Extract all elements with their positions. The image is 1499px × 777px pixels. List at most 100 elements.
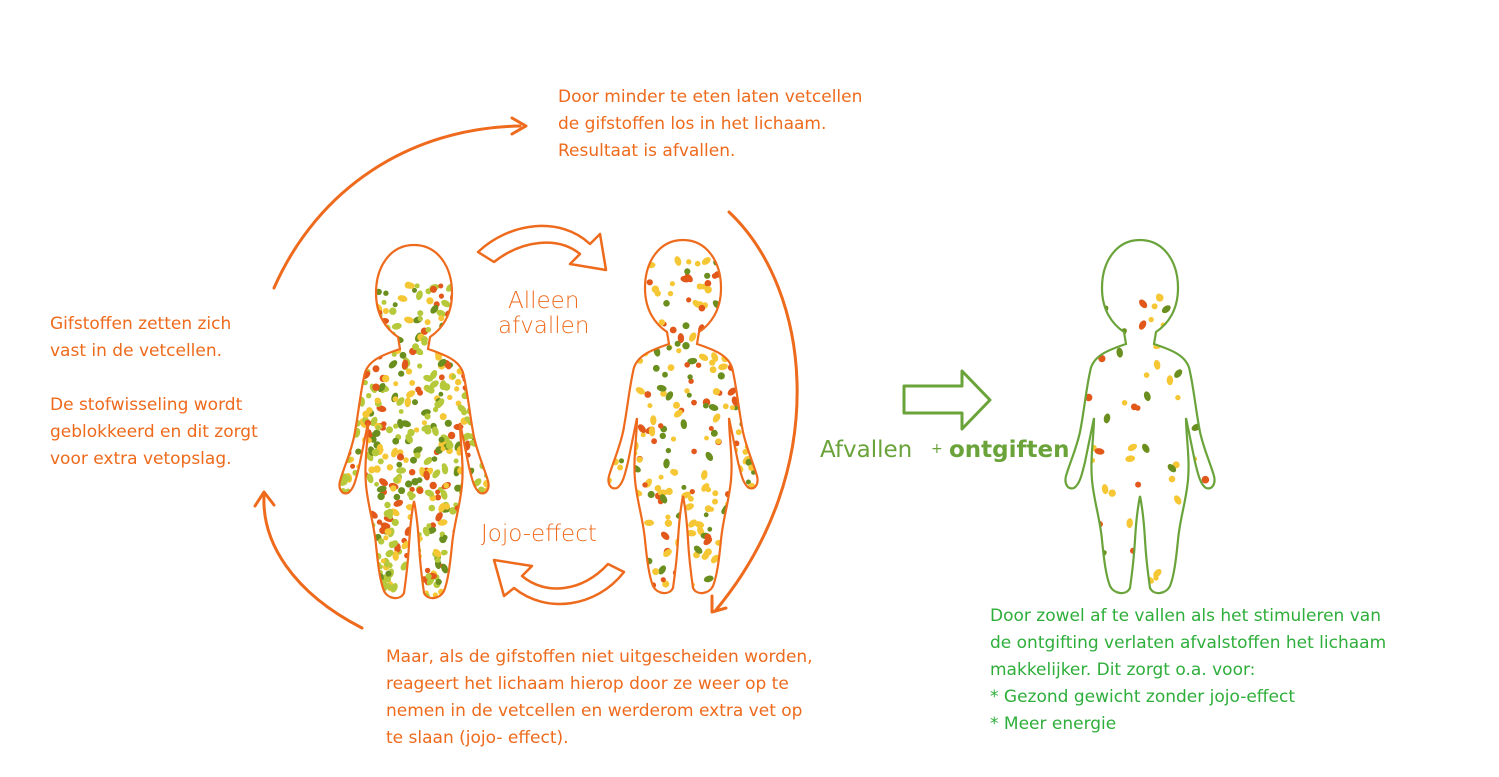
fat-cell-dot <box>658 423 664 429</box>
fat-cell-dot <box>370 590 379 599</box>
human-silhouette-icon <box>338 243 490 600</box>
fat-cell-dot <box>413 446 423 454</box>
fat-cell-dot <box>417 310 424 317</box>
fat-cell-dot <box>1121 400 1128 406</box>
fat-cell-dot <box>353 553 364 560</box>
fat-cell-dot <box>345 593 351 599</box>
fat-cell-dot <box>455 576 464 585</box>
fat-cell-dot <box>483 341 489 348</box>
fat-cell-dot <box>453 458 459 464</box>
circular-arrow-icon <box>253 116 799 630</box>
fat-cell-dot <box>352 311 361 320</box>
fat-cell-dot <box>339 300 342 310</box>
fat-cell-dot <box>651 438 657 445</box>
fat-cell-dot <box>431 456 438 462</box>
fat-cell-dot <box>483 425 489 433</box>
fat-cell-dot <box>1065 524 1069 530</box>
fat-cell-dot <box>631 520 639 528</box>
fat-cell-dot <box>459 351 468 361</box>
fat-cell-dot <box>405 590 411 596</box>
fat-cell-dot <box>445 283 455 292</box>
fat-cell-dot <box>722 403 729 410</box>
fat-cell-dot <box>646 587 652 593</box>
fat-cell-dot <box>348 405 355 412</box>
fat-cell-dot <box>405 588 413 596</box>
fat-cell-dot <box>702 549 710 560</box>
fat-cell-dot <box>449 311 456 317</box>
fat-cell-dot <box>438 391 444 397</box>
fat-cell-dot <box>371 321 377 327</box>
fat-cell-dot <box>403 457 409 463</box>
body1-dots <box>339 281 489 599</box>
fat-cell-dot <box>372 338 380 346</box>
fat-cell-dot <box>439 413 447 421</box>
fat-cell-dot <box>461 584 469 591</box>
fat-cell-dot <box>1096 571 1105 579</box>
fat-cell-dot <box>465 368 473 379</box>
fat-cell-dot <box>460 512 469 521</box>
fat-cell-dot <box>1082 498 1088 504</box>
cycle-arrowhead-top <box>510 116 528 136</box>
left-line-5: voor extra vetopslag. <box>50 449 232 469</box>
fat-cell-dot <box>485 494 489 500</box>
fat-cell-dot <box>351 363 359 371</box>
fat-cell-dot <box>736 363 743 369</box>
fat-cell-dot <box>656 384 667 392</box>
fat-cell-dot <box>469 370 476 381</box>
fat-cell-dot <box>343 370 350 377</box>
fat-cell-dot <box>425 573 432 580</box>
fat-cell-dot <box>481 586 489 596</box>
fat-cell-dot <box>684 268 691 275</box>
fat-cell-dot <box>421 420 427 426</box>
fat-cell-dot <box>468 305 473 311</box>
fat-cell-dot <box>718 363 728 371</box>
fat-cell-dot <box>677 333 685 344</box>
fat-cell-dot <box>733 560 741 570</box>
fat-cell-dot <box>350 522 357 529</box>
fat-cell-dot <box>449 326 458 335</box>
fat-cell-dot <box>339 576 342 583</box>
fat-cell-dot <box>412 399 418 406</box>
fat-cell-dot <box>344 578 352 589</box>
fat-cell-dot <box>621 487 630 497</box>
fat-cell-dot <box>1211 590 1215 594</box>
fat-cell-dot <box>339 340 345 348</box>
fat-cell-dot <box>350 309 358 317</box>
fat-cell-dot <box>339 364 344 371</box>
fat-cell-dot <box>659 494 668 504</box>
fat-cell-dot <box>351 524 361 532</box>
fat-cell-dot <box>644 519 655 527</box>
fat-cell-dot <box>469 294 476 301</box>
fat-cell-dot <box>437 519 448 526</box>
fat-cell-dot <box>392 302 398 308</box>
fat-cell-dot <box>481 585 487 591</box>
fat-cell-dot <box>1209 375 1215 381</box>
fat-cell-dot <box>1204 548 1213 558</box>
fat-cell-dot <box>614 549 623 559</box>
fat-cell-dot <box>345 302 353 310</box>
fat-cell-dot <box>391 518 399 527</box>
fat-cell-dot <box>472 335 480 343</box>
fat-cell-dot <box>671 469 679 476</box>
fat-cell-dot <box>687 374 693 380</box>
fat-cell-dot <box>1089 547 1096 553</box>
fat-cell-dot <box>340 393 350 401</box>
fat-cell-dot <box>1143 391 1151 402</box>
fat-cell-dot <box>442 345 448 351</box>
fat-cell-dot <box>468 316 477 325</box>
fat-cell-dot <box>344 575 352 584</box>
fat-cell-dot <box>373 465 381 473</box>
fat-cell-dot <box>689 489 695 495</box>
fat-cell-dot <box>642 482 648 488</box>
fat-cell-dot <box>406 390 416 398</box>
fat-cell-dot <box>1174 369 1183 378</box>
fat-cell-dot <box>663 300 670 307</box>
fat-cell-dot <box>466 313 474 321</box>
fat-cell-dot <box>626 266 632 272</box>
fat-cell-dot <box>350 363 358 371</box>
fat-cell-dot <box>393 493 401 501</box>
fat-cell-dot <box>367 580 373 587</box>
fat-cell-dot <box>616 363 627 371</box>
fat-cell-dot <box>755 374 758 382</box>
